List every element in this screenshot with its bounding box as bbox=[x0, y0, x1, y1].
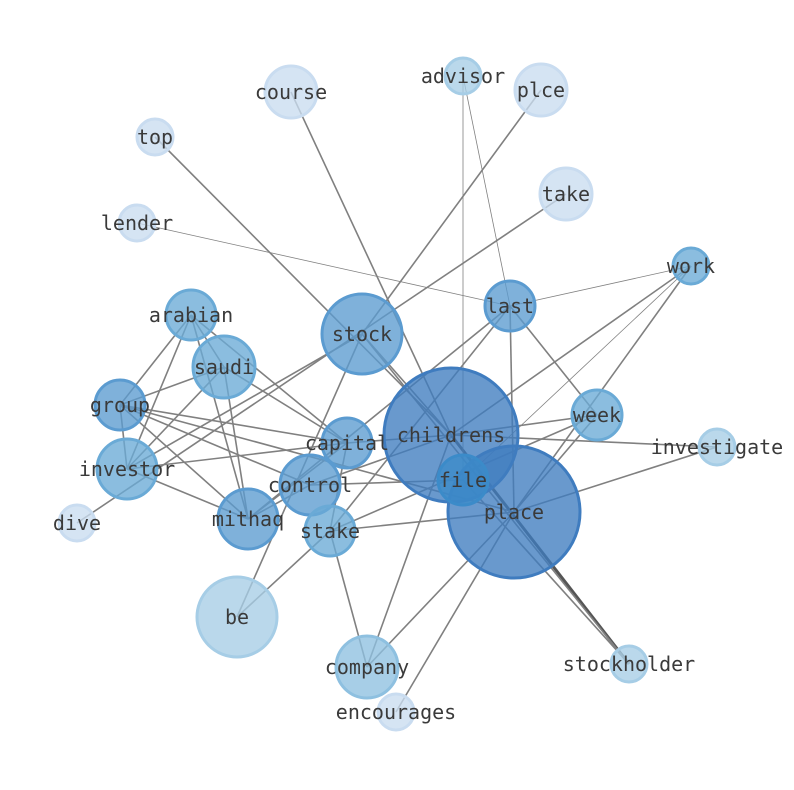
node-label-saudi: saudi bbox=[194, 355, 254, 379]
node-stock: stock bbox=[320, 292, 404, 376]
node-label-childrens: childrens bbox=[397, 423, 505, 447]
node-label-stake: stake bbox=[300, 519, 360, 543]
node-label-last: last bbox=[486, 294, 534, 318]
node-mithaq: mithaq bbox=[212, 487, 284, 551]
edge-take-dive bbox=[76, 193, 567, 524]
node-circle-plce bbox=[513, 62, 569, 118]
node-investigate: investigate bbox=[651, 427, 783, 467]
node-label-capital: capital bbox=[305, 431, 389, 455]
edge-control-group bbox=[119, 404, 311, 486]
node-label-course: course bbox=[255, 80, 327, 104]
node-advisor: advisor bbox=[421, 56, 505, 96]
node-label-arabian: arabian bbox=[149, 303, 233, 327]
node-control: control bbox=[268, 453, 352, 517]
edge-last-lender bbox=[136, 222, 511, 307]
node-plce: plce bbox=[513, 62, 569, 118]
node-week: week bbox=[570, 388, 624, 442]
node-circle-arabian bbox=[164, 288, 218, 342]
node-label-mithaq: mithaq bbox=[212, 507, 284, 531]
node-label-week: week bbox=[573, 403, 621, 427]
node-circle-week bbox=[570, 388, 624, 442]
node-label-group: group bbox=[90, 393, 150, 417]
node-group: group bbox=[90, 378, 150, 432]
node-circle-mithaq bbox=[216, 487, 280, 551]
node-circle-dive bbox=[57, 503, 97, 543]
node-circle-last bbox=[483, 279, 537, 333]
node-label-file: file bbox=[439, 468, 487, 492]
node-dive: dive bbox=[53, 503, 101, 543]
node-work: work bbox=[667, 246, 715, 286]
node-circle-stock bbox=[320, 292, 404, 376]
node-layer: childrens place stock file last week work capit… bbox=[53, 56, 783, 732]
node-circle-investigate bbox=[697, 427, 737, 467]
node-circle-capital bbox=[320, 416, 374, 470]
edge-last-advisor bbox=[462, 75, 511, 307]
node-circle-stake bbox=[303, 504, 357, 558]
node-company: company bbox=[325, 634, 409, 700]
node-circle-investor bbox=[95, 437, 159, 501]
node-top: top bbox=[135, 117, 175, 157]
node-circle-take bbox=[538, 166, 594, 222]
node-course: course bbox=[255, 64, 327, 120]
node-arabian: arabian bbox=[149, 288, 233, 342]
node-circle-top bbox=[135, 117, 175, 157]
node-saudi: saudi bbox=[191, 334, 257, 400]
node-be: be bbox=[195, 575, 279, 659]
edge-childrens-top bbox=[154, 136, 452, 436]
node-stake: stake bbox=[300, 504, 360, 558]
node-label-place: place bbox=[484, 500, 544, 524]
node-label-advisor: advisor bbox=[421, 64, 505, 88]
node-circle-course bbox=[263, 64, 319, 120]
node-label-control: control bbox=[268, 473, 352, 497]
edge-stock-plce bbox=[361, 89, 542, 335]
node-circle-group bbox=[93, 378, 147, 432]
node-stockholder: stockholder bbox=[563, 644, 695, 684]
node-circle-company bbox=[334, 634, 400, 700]
edge-last-work bbox=[509, 265, 692, 307]
node-label-be: be bbox=[225, 605, 249, 629]
node-label-encourages: encourages bbox=[336, 700, 456, 724]
node-label-plce: plce bbox=[517, 78, 565, 102]
node-circle-lender bbox=[117, 203, 157, 243]
node-last: last bbox=[483, 279, 537, 333]
node-investor: investor bbox=[79, 437, 175, 501]
node-label-investigate: investigate bbox=[651, 435, 783, 459]
node-circle-work bbox=[671, 246, 711, 286]
node-label-top: top bbox=[137, 125, 173, 149]
node-encourages: encourages bbox=[336, 692, 456, 732]
node-file: file bbox=[436, 453, 490, 507]
node-lender: lender bbox=[101, 203, 173, 243]
node-circle-stockholder bbox=[609, 644, 649, 684]
node-label-stock: stock bbox=[332, 322, 392, 346]
node-label-stockholder: stockholder bbox=[563, 652, 695, 676]
node-label-work: work bbox=[667, 254, 715, 278]
node-take: take bbox=[538, 166, 594, 222]
node-label-take: take bbox=[542, 182, 590, 206]
node-label-lender: lender bbox=[101, 211, 173, 235]
node-circle-file bbox=[436, 453, 490, 507]
node-label-investor: investor bbox=[79, 457, 175, 481]
node-circle-encourages bbox=[376, 692, 416, 732]
node-circle-advisor bbox=[443, 56, 483, 96]
node-circle-be bbox=[195, 575, 279, 659]
node-label-dive: dive bbox=[53, 511, 101, 535]
edge-capital-investor bbox=[126, 442, 348, 470]
node-capital: capital bbox=[305, 416, 389, 470]
node-circle-saudi bbox=[191, 334, 257, 400]
node-label-company: company bbox=[325, 655, 409, 679]
